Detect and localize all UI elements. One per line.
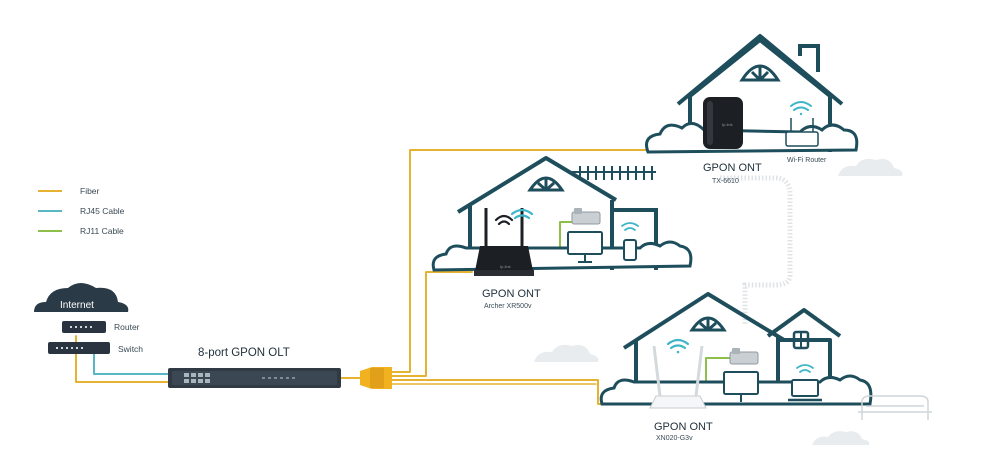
- olt-faceplate: [172, 371, 337, 385]
- bottom-phone: [729, 351, 759, 365]
- bottom-ont-device: [649, 395, 707, 409]
- bottom-sofa-sketch: [858, 395, 932, 420]
- background-clouds: [534, 158, 903, 445]
- house-top-attic-window: [739, 64, 781, 82]
- middle-ont-model: Archer XR500v: [484, 303, 532, 310]
- middle-ont-front: [474, 270, 534, 276]
- router-leds: [70, 326, 92, 328]
- router-label: Router: [114, 322, 140, 332]
- house-middle-rail: [572, 166, 656, 180]
- bottom-laptop-wifi-icon: [796, 364, 814, 373]
- bottom-laptop-screen: [791, 379, 819, 397]
- legend-fiber-label: Fiber: [80, 186, 100, 196]
- cloud-bg-3: [812, 431, 870, 445]
- cloud-bg-1: [838, 158, 903, 176]
- switch-label: Switch: [118, 344, 143, 354]
- house-middle-attic-window: [527, 176, 565, 192]
- middle-phone: [571, 211, 601, 225]
- olt-ports: [184, 373, 210, 383]
- top-ont-logo: tp-link: [722, 122, 733, 127]
- legend: Fiber RJ45 Cable RJ11 Cable: [38, 186, 125, 236]
- house-middle-roof: [456, 156, 618, 214]
- house-top-chimney: [798, 44, 820, 72]
- dotted-link: [720, 175, 793, 325]
- switch-leds: [56, 347, 83, 349]
- house-top-cloud: [645, 122, 859, 154]
- router-device: [62, 321, 106, 333]
- house-bottom-annex-window-cross: [794, 332, 808, 348]
- rj45-switch-olt: [93, 352, 171, 375]
- middle-phone-wifi-icon: [621, 222, 639, 231]
- house-bottom: GPON ONT XN020-G3v: [599, 292, 932, 442]
- fiber-to-middle-ont: [391, 271, 473, 377]
- bottom-wifi-icon: [666, 338, 690, 354]
- middle-pc-monitor: [567, 231, 603, 255]
- house-top: tp-link GPON ONT TX-6610 Wi-Fi Router: [645, 34, 859, 185]
- legend-rj11-label: RJ11 Cable: [80, 226, 124, 236]
- splitter-body: [370, 368, 384, 388]
- olt-label: 8-port GPON OLT: [198, 347, 290, 359]
- middle-ont-device: [474, 246, 534, 276]
- top-ont-highlight: [707, 101, 713, 145]
- middle-wifi-icon: [494, 208, 534, 226]
- middle-ont-title: GPON ONT: [482, 288, 541, 300]
- top-ont-title: GPON ONT: [703, 162, 762, 174]
- core-network: Internet Router Switch 8-port GPON OLT: [34, 283, 392, 389]
- bottom-pc-monitor: [723, 371, 759, 395]
- house-middle: tp-link GPON ONT Archer XR500v: [431, 156, 693, 310]
- top-ont-model: TX-6610: [712, 178, 739, 185]
- bottom-ont-title: GPON ONT: [654, 421, 713, 433]
- switch-device: [48, 342, 110, 354]
- bottom-ont-model: XN020-G3v: [656, 435, 693, 442]
- bottom-phone-handset: [732, 348, 740, 354]
- legend-rj45-label: RJ45 Cable: [80, 206, 125, 216]
- middle-smartphone: [623, 239, 637, 261]
- house-bottom-roof: [622, 292, 786, 350]
- middle-ont-logo: tp-link: [500, 264, 511, 269]
- bottom-ont-antenna-left: [652, 345, 662, 397]
- internet-label: Internet: [60, 300, 94, 311]
- middle-phone-handset: [574, 208, 582, 214]
- house-bottom-attic-window: [689, 316, 727, 332]
- internet-cloud: [34, 283, 129, 312]
- fiber-to-top-ont: [391, 149, 691, 373]
- top-router-device: [785, 131, 819, 147]
- cables: [75, 141, 793, 405]
- olt-status-leds: [262, 377, 295, 379]
- top-router-label: Wi-Fi Router: [787, 157, 827, 164]
- cloud-bg-2: [534, 344, 599, 362]
- house-top-roof: [676, 34, 844, 106]
- bottom-ont-antenna-right: [694, 345, 704, 397]
- house-top-outline: [688, 38, 832, 152]
- top-wifi-icon: [790, 101, 812, 116]
